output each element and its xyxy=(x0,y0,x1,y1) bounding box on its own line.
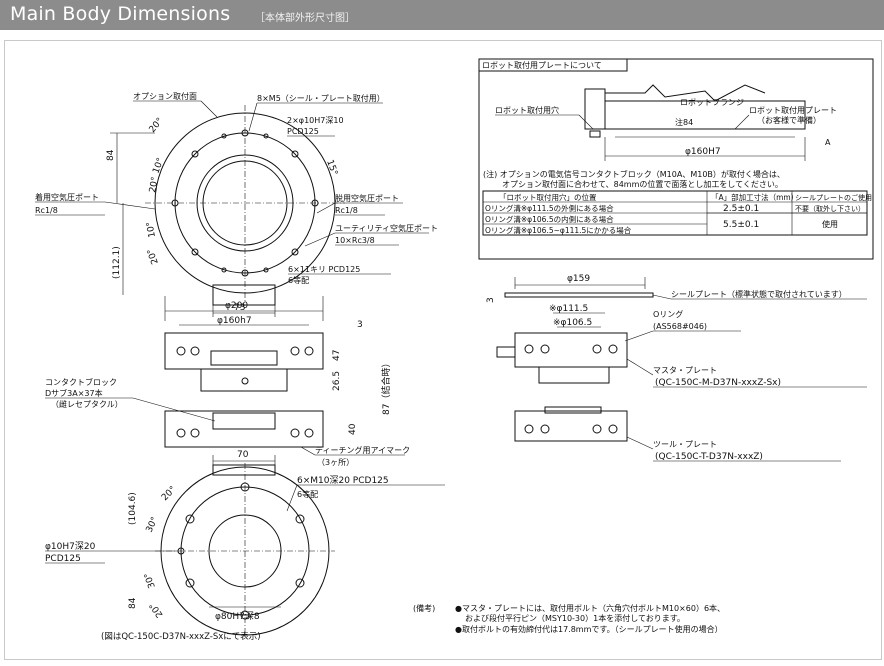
master-plate-label: マスタ・プレート xyxy=(653,366,717,375)
utility-port-label: ユーティリティ空気圧ポート xyxy=(335,223,438,233)
bottom-view: 70 6×M10深20 PCD125 6等配 (104.6) 30° 20° 3… xyxy=(45,450,445,642)
svg-text:20°: 20° xyxy=(160,485,178,503)
dim-26-5: 26.5 xyxy=(332,371,342,391)
side-view: φ200 φ160h7 3 47 26.5 87（結合時） 40 コンタクトブロ… xyxy=(45,296,410,467)
section-header: Main Body Dimensions ［本体部外形尺寸图］ xyxy=(0,0,884,30)
dim-87: 87（結合時） xyxy=(380,359,392,415)
svg-text:10°: 10° xyxy=(151,157,166,175)
svg-text:Oリング溝※φ106.5の内側にある場合: Oリング溝※φ106.5の内側にある場合 xyxy=(485,214,614,224)
oring-label: Oリング xyxy=(653,309,683,319)
svg-text:Oリング溝※φ106.5~φ111.5にかかる場合: Oリング溝※φ106.5~φ111.5にかかる場合 xyxy=(485,225,632,235)
flange-label: ロボットフランジ xyxy=(680,98,744,107)
svg-text:「A」部加工寸法（mm）: 「A」部加工寸法（mm） xyxy=(711,192,798,202)
pin-pcd-label: PCD125 xyxy=(45,554,81,564)
bore-label: φ80H7深8 xyxy=(215,611,260,622)
dim-3-seal: 3 xyxy=(486,297,496,303)
svg-text:10°: 10° xyxy=(145,221,158,238)
note-line1: (注) オプションの電気信号コンタクトブロック（M10A、M10B）が取付く場合… xyxy=(483,169,785,179)
remarks-line1: ●マスタ・プレートには、取付用ボルト（六角穴付ボルトM10×60）6本、 xyxy=(455,603,725,613)
teaching-mark-label: ティーチング用アイマーク xyxy=(315,445,410,455)
svg-text:「ロボット取付用穴」の位置: 「ロボット取付用穴」の位置 xyxy=(499,192,597,202)
dim-104-6: (104.6) xyxy=(128,492,138,525)
robot-plate-box: ロボット取付用プレートについて φ160H7 ロボットフランジ ロボット取付用穴… xyxy=(478,58,874,260)
utility-port-size: 10×Rc3/8 xyxy=(335,236,375,245)
pin-label: φ10H7深20 xyxy=(45,541,96,552)
svg-text:20°: 20° xyxy=(148,116,166,135)
dim-73: 73 xyxy=(234,303,245,313)
dia160-label: φ160H7 xyxy=(685,147,721,157)
hole-label: ロボット取付用穴 xyxy=(495,105,559,115)
bottom-equal-label: 6等配 xyxy=(297,489,318,499)
seal-plate-view: φ159 シールプレート（標準状態で取付されています） 3 ※φ111.5 ※φ… xyxy=(486,274,867,462)
dia106-label: ※φ106.5 xyxy=(553,318,592,328)
svg-text:使用: 使用 xyxy=(822,219,838,229)
bottom-dim-84: 84 xyxy=(128,597,138,609)
dim-40: 40 xyxy=(348,423,358,435)
seal-plate-label: シールプレート（標準状態で取付されています） xyxy=(671,289,847,299)
master-code: (QC-150C-M-D37N-xxxZ-Sx) xyxy=(655,378,781,388)
svg-text:不要（取外し下さい）: 不要（取外し下さい） xyxy=(795,204,865,213)
drill-holes-label: 6×11キリ PCD125 xyxy=(288,265,360,274)
option-mount-block xyxy=(212,284,276,306)
bottom-screws-label: 6×M10深20 PCD125 xyxy=(297,475,389,486)
dia159-label: φ159 xyxy=(567,274,590,284)
dim-112: (112.1) xyxy=(112,246,122,279)
dim-3: 3 xyxy=(357,320,363,330)
dimension-drawing: 73 20° 10° 20° 10° 20° 15° 84 (112.1) オプ… xyxy=(35,58,874,642)
release-port-label: 脱用空気圧ポート xyxy=(335,193,399,203)
page-title: Main Body Dimensions xyxy=(10,3,231,25)
contact-block-label: コンタクトブロック xyxy=(45,377,117,387)
svg-text:30°: 30° xyxy=(143,571,158,589)
tool-plate-label: ツール・プレート xyxy=(653,440,717,449)
svg-text:30°: 30° xyxy=(145,516,161,535)
dim-84: 84 xyxy=(106,149,116,161)
release-port-size: Rc1/8 xyxy=(335,206,358,215)
screws-label: 8×M5（シール・プレート取付用） xyxy=(257,93,385,103)
customer-label: （お客様で準備） xyxy=(757,115,821,125)
svg-text:20°: 20° xyxy=(146,247,161,265)
bottom-caption: (図はQC-150C-D37N-xxxZ-Sxにて表示) xyxy=(101,631,261,642)
note84-label: 注84 xyxy=(675,117,693,127)
drawing-frame: 73 20° 10° 20° 10° 20° 15° 84 (112.1) オプ… xyxy=(4,40,882,660)
dia111-label: ※φ111.5 xyxy=(549,304,588,314)
svg-text:シールプレートのご使用: シールプレートのご使用 xyxy=(795,193,872,202)
pin-holes-label: 2×φ10H7深10 xyxy=(287,116,344,125)
svg-text:20°: 20° xyxy=(148,176,161,193)
dia160-label: φ160h7 xyxy=(217,316,252,326)
dsub-label: Dサブ3A×37本 xyxy=(45,388,103,398)
remarks: (備考) ●マスタ・プレートには、取付用ボルト（六角穴付ボルトM10×60）6本… xyxy=(413,603,725,634)
svg-text:20°: 20° xyxy=(148,600,165,619)
tool-code: (QC-150C-T-D37N-xxxZ) xyxy=(655,452,763,462)
top-view: 73 20° 10° 20° 10° 20° 15° 84 (112.1) オプ… xyxy=(35,91,438,317)
svg-text:2.5±0.1: 2.5±0.1 xyxy=(723,204,759,214)
dim-70: 70 xyxy=(237,450,249,460)
svg-text:Oリング溝※φ111.5の外側にある場合: Oリング溝※φ111.5の外側にある場合 xyxy=(485,203,614,213)
remarks-label: (備考) xyxy=(413,603,435,613)
svg-text:15°: 15° xyxy=(324,159,339,177)
page-subtitle: ［本体部外形尺寸图］ xyxy=(255,13,355,24)
robot-plate-title: ロボット取付用プレートについて xyxy=(482,60,602,70)
dim-47: 47 xyxy=(332,350,342,361)
drill-equal-label: 6等配 xyxy=(288,275,309,285)
remarks-line3: ●取付ボルトの有効締付代は17.8mmです。（シールプレート使用の場合） xyxy=(455,624,723,634)
svg-text:5.5±0.1: 5.5±0.1 xyxy=(723,220,759,230)
note-line2: オプション取付面に合わせて、84mmの位置で面落とし加工をしてください。 xyxy=(502,179,783,189)
clamp-port-size: Rc1/8 xyxy=(35,206,58,215)
clamp-port-label: 着用空気圧ポート xyxy=(35,192,99,202)
teaching-count-label: （3ヶ所） xyxy=(317,457,354,467)
dia200-label: φ200 xyxy=(225,301,248,311)
oring-code: (AS568#046) xyxy=(653,322,707,331)
receptacle-label: （雌レセプタクル） xyxy=(51,399,123,409)
dim-a: A xyxy=(825,138,831,147)
remarks-line2: および段付平行ピン（MSY10-30）1本を添付しております。 xyxy=(465,613,685,623)
plate-label: ロボット取付用プレート xyxy=(749,105,837,115)
option-face-label: オプション取付面 xyxy=(133,91,197,101)
pin-pcd-label: PCD125 xyxy=(287,127,319,136)
